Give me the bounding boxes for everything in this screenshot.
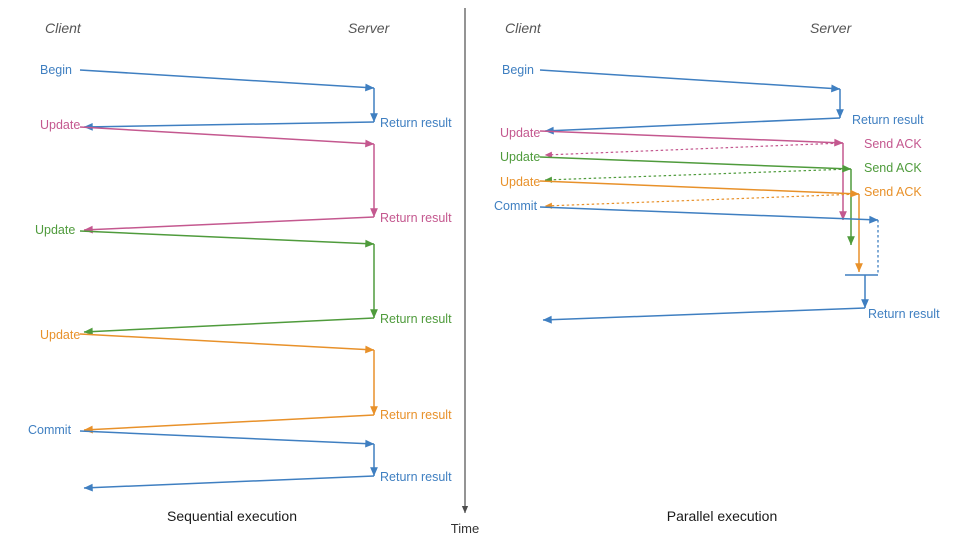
reply-arrow — [83, 414, 375, 434]
message-label: Return result — [380, 211, 452, 225]
message-label: Return result — [380, 470, 452, 484]
request-arrow — [79, 230, 375, 248]
message-label: Return result — [380, 408, 452, 422]
time-axis-label: Time — [451, 521, 479, 536]
request-arrow — [539, 130, 844, 147]
reply-arrow — [544, 117, 841, 135]
request-arrow — [539, 69, 841, 93]
lane-header-client: Client — [505, 20, 542, 36]
message-label: Update — [40, 118, 80, 132]
message-label: Send ACK — [864, 185, 922, 199]
reply-arrow — [83, 121, 375, 131]
message-label: Return result — [852, 113, 924, 127]
message-label: Update — [35, 223, 75, 237]
lane-header-server: Server — [348, 20, 391, 36]
message-label: Begin — [40, 63, 72, 77]
request-arrow — [79, 69, 375, 92]
message-label: Update — [500, 126, 540, 140]
message-label: Return result — [380, 312, 452, 326]
flow-arrows-layer — [79, 69, 879, 492]
ack-arrow — [544, 142, 844, 158]
message-label: Return result — [868, 307, 940, 321]
panel-captions-layer: Sequential execution Parallel executionTi… — [167, 508, 777, 536]
message-label: Commit — [28, 423, 72, 437]
message-label: Begin — [502, 63, 534, 77]
lane-header-server: Server — [810, 20, 853, 36]
message-label: Send ACK — [864, 161, 922, 175]
reply-arrow — [83, 475, 375, 492]
reply-arrow — [542, 307, 866, 324]
lane-headers-layer: Client Server Client Server — [45, 20, 853, 36]
request-arrow — [79, 126, 375, 148]
reply-arrow — [83, 216, 375, 234]
panel-caption-parallel: Parallel execution — [667, 508, 778, 524]
ack-arrow — [544, 168, 852, 183]
message-label: Update — [40, 328, 80, 342]
message-label: Commit — [494, 199, 538, 213]
message-label: Send ACK — [864, 137, 922, 151]
message-label: Update — [500, 175, 540, 189]
reply-arrow — [83, 317, 375, 336]
request-arrow — [79, 430, 375, 448]
ack-arrow — [544, 193, 860, 209]
panel-caption-sequential: Sequential execution — [167, 508, 297, 524]
message-label: Update — [500, 150, 540, 164]
request-arrow — [539, 206, 879, 224]
lane-header-client: Client — [45, 20, 82, 36]
request-arrow — [79, 333, 375, 354]
message-label: Return result — [380, 116, 452, 130]
request-arrow — [539, 180, 860, 198]
request-arrow — [539, 156, 852, 173]
